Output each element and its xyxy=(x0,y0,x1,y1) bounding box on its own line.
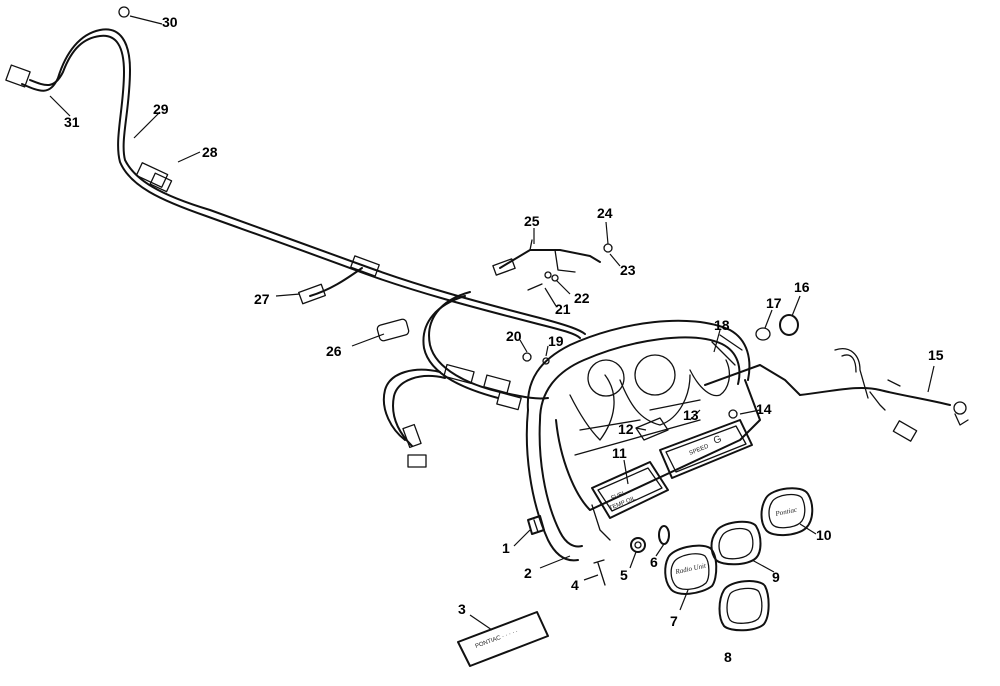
gauge-g-label: G xyxy=(712,434,724,447)
callout-3: 3 xyxy=(458,601,466,617)
callout-6: 6 xyxy=(650,554,658,570)
callout-30: 30 xyxy=(162,14,178,30)
leader-lines xyxy=(49,15,935,631)
callout-11: 11 xyxy=(612,445,627,461)
callout-7: 7 xyxy=(670,613,678,629)
gauge-cluster: FUEL TEMP OIL SPEED G xyxy=(591,409,753,541)
callout-27: 27 xyxy=(254,291,270,307)
callout-9: 9 xyxy=(772,569,780,585)
identification-plate: PONTIAC · · · · · xyxy=(457,611,549,667)
callout-18: 18 xyxy=(714,317,730,333)
callout-12: 12 xyxy=(618,421,634,437)
svg-text:PONTIAC · · · · ·: PONTIAC · · · · · xyxy=(475,629,519,650)
callout-13: 13 xyxy=(683,407,699,423)
main-wiring-harness xyxy=(5,6,586,339)
callout-15: 15 xyxy=(928,347,944,363)
panel-buttons: Radio Unit Pontiac xyxy=(664,487,814,632)
right-harness xyxy=(799,348,969,442)
button-7-label: Radio Unit xyxy=(674,561,708,576)
callout-29: 29 xyxy=(153,101,169,117)
callout-17: 17 xyxy=(766,295,782,311)
callout-22: 22 xyxy=(574,290,590,306)
callout-28: 28 xyxy=(202,144,218,160)
control-knobs xyxy=(755,314,799,341)
mounting-bracket-assembly xyxy=(492,239,613,291)
callout-1: 1 xyxy=(502,540,510,556)
callout-19: 19 xyxy=(548,333,564,349)
callout-26: 26 xyxy=(326,343,342,359)
callout-23: 23 xyxy=(620,262,636,278)
callout-8: 8 xyxy=(724,649,732,665)
svg-text:FUEL: FUEL xyxy=(611,490,628,502)
callout-31: 31 xyxy=(64,114,80,130)
instrument-bezel xyxy=(525,319,801,562)
lower-small-parts xyxy=(527,515,670,586)
callout-25: 25 xyxy=(524,213,540,229)
harness-branch-connector xyxy=(298,255,380,305)
callout-2: 2 xyxy=(524,565,532,581)
callout-20: 20 xyxy=(506,328,522,344)
lower-harness-loop xyxy=(382,291,549,468)
callout-5: 5 xyxy=(620,567,628,583)
small-fasteners xyxy=(376,318,550,365)
callout-24: 24 xyxy=(597,205,613,221)
callout-21: 21 xyxy=(555,301,571,317)
button-10-label: Pontiac xyxy=(774,505,799,518)
callout-4: 4 xyxy=(571,577,579,593)
callout-10: 10 xyxy=(816,527,832,543)
callout-labels: 1 2 3 4 5 6 7 8 9 10 11 12 13 14 15 16 1… xyxy=(64,14,944,665)
callout-14: 14 xyxy=(756,401,772,417)
callout-16: 16 xyxy=(794,279,810,295)
